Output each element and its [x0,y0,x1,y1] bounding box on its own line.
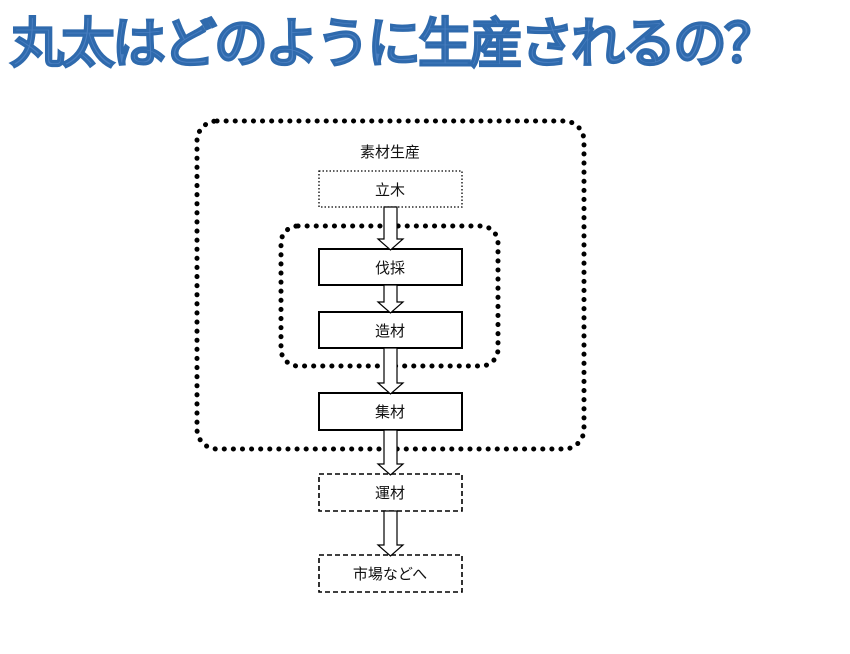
step-bucking-label: 造材 [375,322,405,340]
step-standing-tree-box [318,170,463,208]
step-to-market-label: 市場などへ [353,565,427,583]
arrow-standing-tree-to-felling [376,206,405,251]
step-transport-label: 運材 [375,484,405,502]
step-standing-tree-label: 立木 [375,181,405,199]
group-timber-production [194,118,587,452]
page-title: 丸太はどのように生産されるの？ [9,11,779,76]
arrow-transport-to-market [376,510,405,557]
arrow-felling-to-bucking [376,284,405,314]
step-to-market-box [318,554,463,593]
arrow-yarding-to-transport [376,429,405,476]
group-timber-production-label: 素材生産 [360,143,420,161]
step-yarding-label: 集材 [375,403,405,421]
step-felling-label: 伐採 [375,259,405,277]
arrow-bucking-to-yarding [376,347,405,395]
